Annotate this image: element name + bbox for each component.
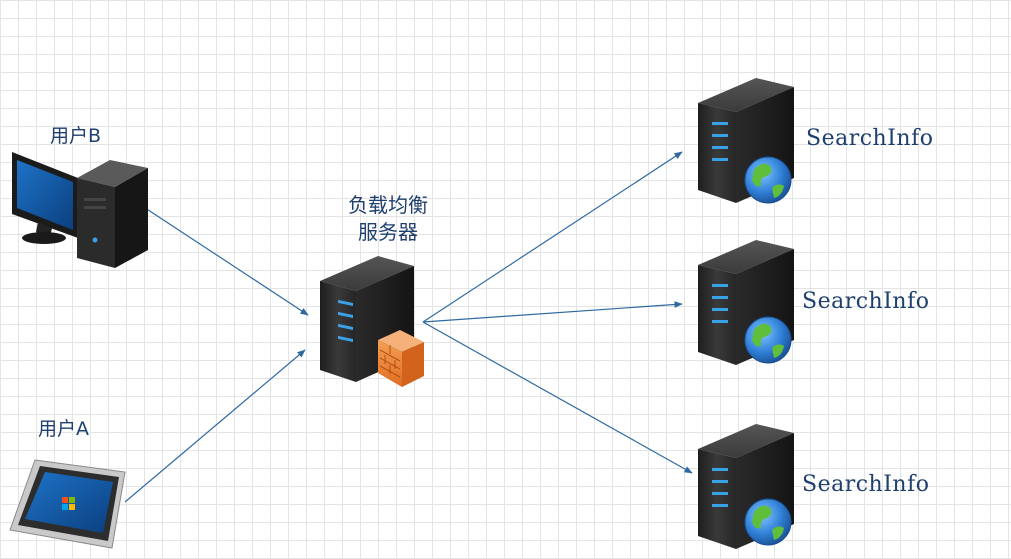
- server-with-firewall-icon: [320, 256, 424, 387]
- edge-load-balancer-to-server-3: [422, 321, 693, 474]
- load-balancer-label-line1: 负载均衡: [348, 193, 428, 217]
- user-a-label: 用户A: [38, 418, 89, 440]
- web-server-globe-icon: [698, 424, 794, 549]
- edges: [124, 151, 693, 503]
- tablet-icon: [9, 459, 126, 549]
- edge-load-balancer-to-server-1: [422, 151, 683, 323]
- server-label: SearchInfo: [806, 126, 934, 151]
- user-b-label: 用户B: [50, 125, 102, 147]
- edge-user-a-to-load-balancer: [124, 349, 306, 503]
- desktop-computer-icon: [12, 152, 148, 268]
- load-balancer-label: 负载均衡 服务器: [328, 192, 448, 246]
- edge-user-b-to-load-balancer: [132, 199, 309, 316]
- web-server-globe-icon: [698, 240, 794, 365]
- load-balancer-label-line2: 服务器: [358, 220, 418, 244]
- web-server-globe-icon: [698, 78, 794, 204]
- server-label: SearchInfo: [802, 289, 930, 314]
- edge-load-balancer-to-server-2: [422, 301, 683, 323]
- server-label: SearchInfo: [802, 472, 930, 497]
